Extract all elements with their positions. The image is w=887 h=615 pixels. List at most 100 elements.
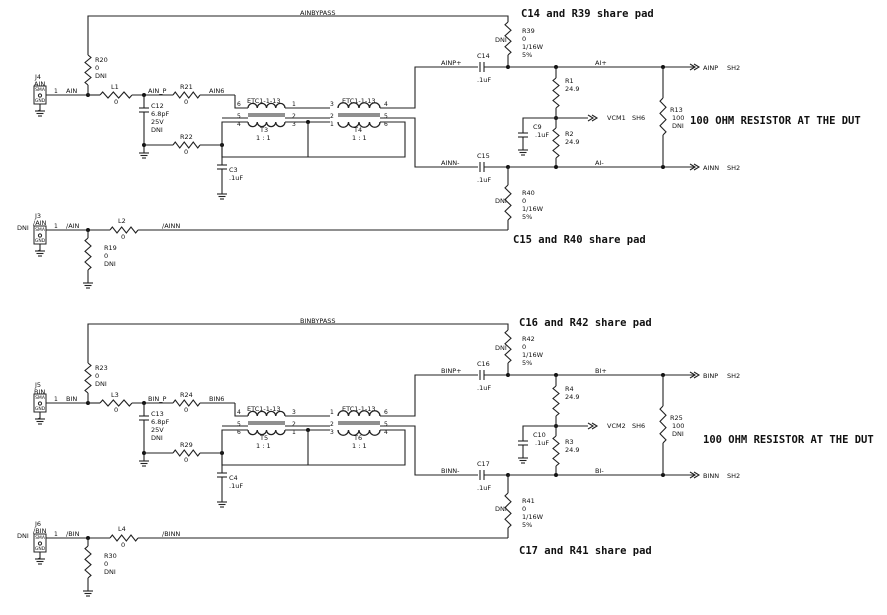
label: 24.9 [565, 138, 579, 146]
label: 1 [330, 121, 334, 128]
label: AIN [34, 80, 45, 88]
label: L4 [118, 525, 126, 533]
label: DNI [95, 72, 107, 80]
wire [234, 95, 248, 109]
label: DNI [495, 344, 507, 352]
label: /BINN [162, 530, 180, 538]
wire [591, 114, 599, 122]
label: 24.9 [565, 85, 579, 93]
label: SH2 [727, 372, 740, 380]
label: T5 [259, 434, 268, 442]
wire [380, 117, 478, 168]
wire [689, 471, 697, 479]
sma-pin-icon [37, 541, 43, 546]
label: J4 [34, 73, 41, 81]
sma-pin-icon [37, 401, 43, 406]
wire [87, 15, 509, 55]
resistor-symbol [84, 54, 92, 86]
label: C10 [533, 431, 546, 439]
dut-resistor-note-b: 100 OHM RESISTOR AT THE DUT [703, 434, 874, 446]
label: /AIN [33, 219, 47, 227]
wire [693, 63, 701, 71]
label: BINN [703, 472, 719, 480]
label: 25V [151, 426, 164, 434]
label: GND [35, 98, 46, 104]
label: R23 [95, 364, 108, 372]
wire [221, 429, 406, 466]
label: 1 : 1 [256, 134, 271, 142]
label: 100 [672, 114, 684, 122]
label: ETC1-1-13 [247, 405, 280, 413]
label: 1 [330, 409, 334, 416]
ground-icon [217, 193, 227, 200]
winding-symbol [247, 429, 286, 436]
label: AIN [66, 87, 77, 95]
label: 4 [384, 101, 388, 108]
share-pad-note-c17-r41: C17 and R41 share pad [519, 545, 652, 557]
label: 0 [95, 64, 99, 72]
resistor-symbol [109, 226, 139, 234]
capacitor-center-tap: C4.1uF [229, 474, 243, 490]
label: SMA [35, 395, 46, 401]
label: AINN- [441, 159, 460, 167]
label: SMA [35, 535, 46, 541]
label: J5 [34, 381, 41, 389]
label: 3 [330, 429, 334, 436]
wire [522, 425, 556, 441]
label: R24 [180, 391, 193, 399]
ground-icon [83, 590, 93, 597]
label: L3 [111, 391, 119, 399]
label: BINBYPASS [300, 317, 336, 325]
label: 1 [54, 88, 58, 95]
label: 5% [522, 213, 532, 221]
inductor-inverting: L20 [118, 217, 126, 241]
label: 3 [292, 409, 296, 416]
label: T6 [353, 434, 362, 442]
ground-icon [139, 152, 149, 159]
label: 0 [184, 456, 188, 464]
label: 5 [237, 113, 241, 120]
label: J3 [34, 212, 41, 220]
wire [693, 163, 701, 171]
label: DNI [104, 568, 116, 576]
winding-symbol [337, 121, 381, 128]
label: 0 [522, 505, 526, 513]
label: SH6 [632, 114, 645, 122]
label: 5 [384, 113, 388, 120]
label: 5% [522, 51, 532, 59]
wire [221, 121, 406, 158]
label: 2 [330, 113, 334, 120]
label: DNI [672, 430, 684, 438]
label: 100 [672, 422, 684, 430]
port-arrow-icon [587, 422, 599, 430]
label: GND [35, 546, 46, 552]
label: 0 [121, 541, 125, 549]
inductor-input: L30 [111, 391, 119, 414]
wire [380, 425, 478, 476]
wire [380, 374, 478, 417]
resistor-symbol [552, 385, 560, 417]
label: DNI [151, 126, 163, 134]
ground-icon [35, 250, 45, 257]
label: 0 [522, 197, 526, 205]
wire [221, 121, 248, 145]
label: C9 [533, 123, 542, 131]
capacitor-center-tap: C3.1uF [229, 166, 243, 182]
label: 5% [522, 521, 532, 529]
label: 6.8pF [151, 110, 169, 118]
label: C17 [477, 460, 490, 468]
label: 0 [104, 560, 108, 568]
label: 1 [54, 531, 58, 538]
label: 6 [237, 101, 241, 108]
